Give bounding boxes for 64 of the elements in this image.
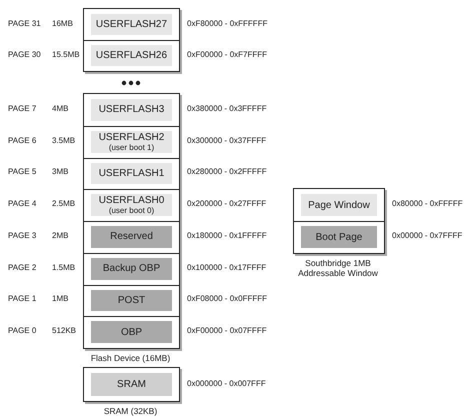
memory-region [91,162,172,184]
address-range: 0x200000 - 0x27FFFF [187,199,266,210]
address-range: 0x00000 - 0x7FFFF [392,231,462,241]
address-range: 0xF00000 - 0x07FFFF [187,326,267,336]
region-label: Reserved [110,231,153,242]
size-label: 1MB [52,294,68,304]
page-label: PAGE 7 [8,104,36,114]
region-label: USERFLASH0 [98,195,164,206]
address-range: 0xF00000 - 0xF7FFFF [187,50,268,60]
address-range: 0xF08000 - 0x0FFFFF [187,294,268,304]
block-caption: Southbridge 1MB Addressable Window [297,258,379,278]
page-label: PAGE 4 [8,199,36,210]
memory-region [91,226,172,248]
memory-region [91,99,172,121]
region-label: USERFLASH1 [98,168,164,179]
memory-region [91,194,172,216]
page-label: PAGE 5 [8,167,36,178]
page-label: PAGE 30 [8,50,41,60]
region-sublabel: (user boot 0) [108,206,154,216]
address-range: 0x380000 - 0x3FFFFF [187,104,267,114]
size-label: 16MB [52,18,73,28]
region-label: SRAM [117,379,146,390]
region-label: USERFLASH3 [98,104,164,116]
region-label: OBP [120,326,142,338]
region-label: USERFLASH27 [96,19,168,30]
size-label: 2.5MB [52,199,76,210]
memory-region [91,290,172,312]
size-label: 4MB [52,104,68,114]
region-label: Backup OBP [102,263,160,274]
address-range: 0x100000 - 0x17FFFF [187,262,266,273]
size-label: 2MB [52,230,68,241]
address-range: 0x280000 - 0x2FFFFF [187,167,267,178]
address-range: 0x000000 - 0x007FFF [187,378,266,388]
size-label: 3.5MB [52,136,76,146]
address-range: 0x80000 - 0xFFFFF [392,199,463,209]
memory-region [91,373,172,396]
region-label: USERFLASH26 [96,50,168,61]
size-label: 15.5MB [52,50,80,60]
page-label: PAGE 1 [8,294,36,304]
region-label: POST [118,294,146,306]
size-label: 1.5MB [52,262,76,273]
address-range: 0x180000 - 0x1FFFFF [187,230,267,241]
region-label: USERFLASH2 [98,132,164,143]
page-label: PAGE 31 [8,18,41,28]
memory-region [91,258,172,280]
block-caption: SRAM (32KB) [102,406,158,416]
address-range: 0x300000 - 0x37FFFF [187,136,266,146]
page-label: PAGE 2 [8,262,36,273]
page-label: PAGE 3 [8,230,36,241]
memory-region [91,45,172,66]
memory-region [91,130,172,152]
page-label: PAGE 0 [8,326,36,336]
memory-region [301,194,377,216]
region-sublabel: (user boot 1) [108,142,154,152]
page-label: PAGE 6 [8,136,36,146]
block-caption: Flash Device (16MB) [90,353,172,363]
memory-region [91,14,172,35]
address-range: 0xF80000 - 0xFFFFFF [187,18,268,28]
region-label: Page Window [308,200,370,210]
size-label: 512KB [52,326,76,336]
memory-region [301,226,377,248]
size-label: 3MB [52,167,68,178]
memory-region [91,321,172,343]
region-label: Boot Page [316,232,362,242]
